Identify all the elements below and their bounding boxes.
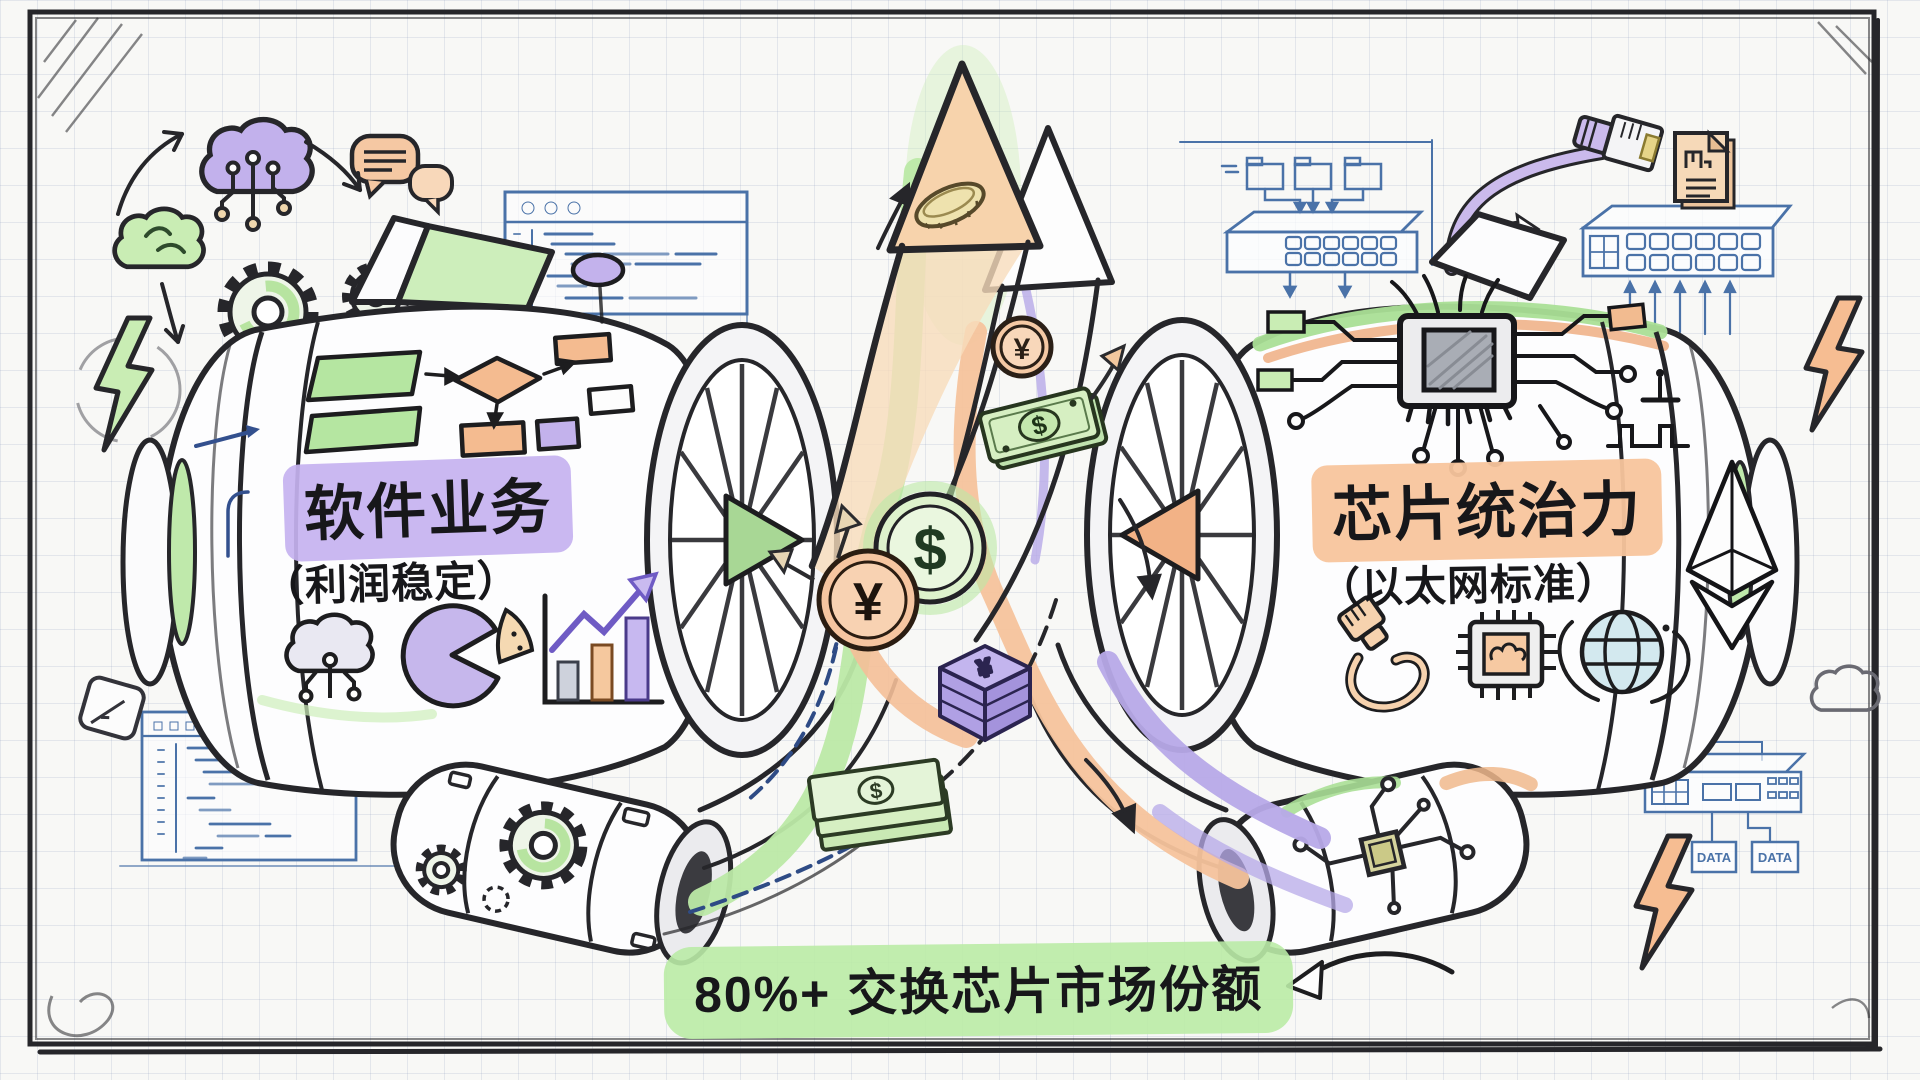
data-label: DATA	[1758, 850, 1793, 865]
rj45-connector-icon	[1572, 113, 1665, 173]
cpu-chip-icon-small	[1456, 610, 1558, 700]
document-icon	[1673, 129, 1736, 210]
money-stack-icon: ¥	[938, 644, 1032, 742]
left-engine-flowchart	[194, 252, 636, 558]
network-blueprint-top-right	[1179, 139, 1793, 336]
center-flow: ¥ $ $ ¥	[662, 45, 1353, 936]
signal-waveform-icon	[1606, 369, 1690, 448]
banknote-arrow	[1090, 343, 1127, 400]
globe-icon	[1557, 609, 1691, 704]
small-arrows	[876, 181, 1162, 835]
right-engine-pylon	[1429, 211, 1567, 301]
right-engine-icon-row	[1337, 595, 1691, 713]
folder-icon	[1220, 156, 1383, 191]
market-share-stat: 80%+ 交换芯片市场份额	[663, 940, 1294, 1040]
bill-stack-icon: $	[806, 757, 953, 852]
network-switch-blueprint	[1222, 210, 1425, 299]
network-switch-blueprint-2	[1578, 204, 1793, 336]
cpu-circuit-board	[1256, 274, 1690, 477]
pie-chart-icon	[400, 603, 535, 709]
corner-scribbles	[37, 17, 1873, 1038]
gold-coin-icon	[914, 181, 986, 230]
left-engine-icon-row	[287, 571, 665, 709]
left-engine-exhaust	[390, 761, 734, 966]
yen-coin-icon: ¥	[767, 503, 920, 652]
left-fan-cone	[723, 493, 805, 587]
stat-arrow	[1286, 951, 1455, 1000]
dollar-banknote-icon: $	[978, 386, 1109, 470]
left-engine-fan	[644, 322, 840, 758]
dollar-symbol: $	[913, 516, 946, 583]
right-engine-subtitle: （以太网标准）	[1317, 559, 1620, 612]
yen-symbol: ¥	[1014, 333, 1031, 366]
bar-chart-icon	[542, 571, 665, 705]
yen-symbol: ¥	[853, 572, 883, 632]
ethereum-logo	[1685, 459, 1779, 651]
green-lightning-icon	[74, 315, 182, 453]
orange-lightning-icon-2	[1633, 833, 1695, 971]
right-engine-exhaust	[1196, 761, 1538, 964]
right-engine-title: 芯片统治力	[1311, 458, 1663, 563]
right-fan-cone	[1119, 488, 1201, 582]
network-blueprint-bottom-right: DATA DATA	[1641, 741, 1808, 874]
ethernet-cable-icon	[1337, 595, 1430, 713]
gear-icon	[415, 844, 467, 896]
left-engine-green-lip	[167, 458, 197, 646]
circuit-traces	[1292, 776, 1476, 916]
left-engine-subtitle: （利润稳定）	[261, 556, 521, 611]
left-engine-title: 软件业务	[282, 455, 574, 562]
data-label: DATA	[1697, 850, 1732, 865]
gear-icon	[499, 801, 588, 890]
code-cloud-icon	[115, 209, 204, 267]
sketch-border-frame	[27, 9, 1883, 1055]
yen-coin-icon-top: ¥	[990, 315, 1054, 379]
dice-doodle	[78, 675, 146, 741]
code-squiggle	[144, 226, 186, 254]
orange-lightning-icon	[1803, 295, 1865, 433]
chat-bubbles-icon	[349, 133, 454, 217]
cloud-circuit-pins	[214, 150, 292, 232]
right-engine-fan	[1084, 317, 1280, 753]
blueprint-elbow	[194, 425, 260, 558]
dollar-symbol: $	[868, 777, 884, 803]
